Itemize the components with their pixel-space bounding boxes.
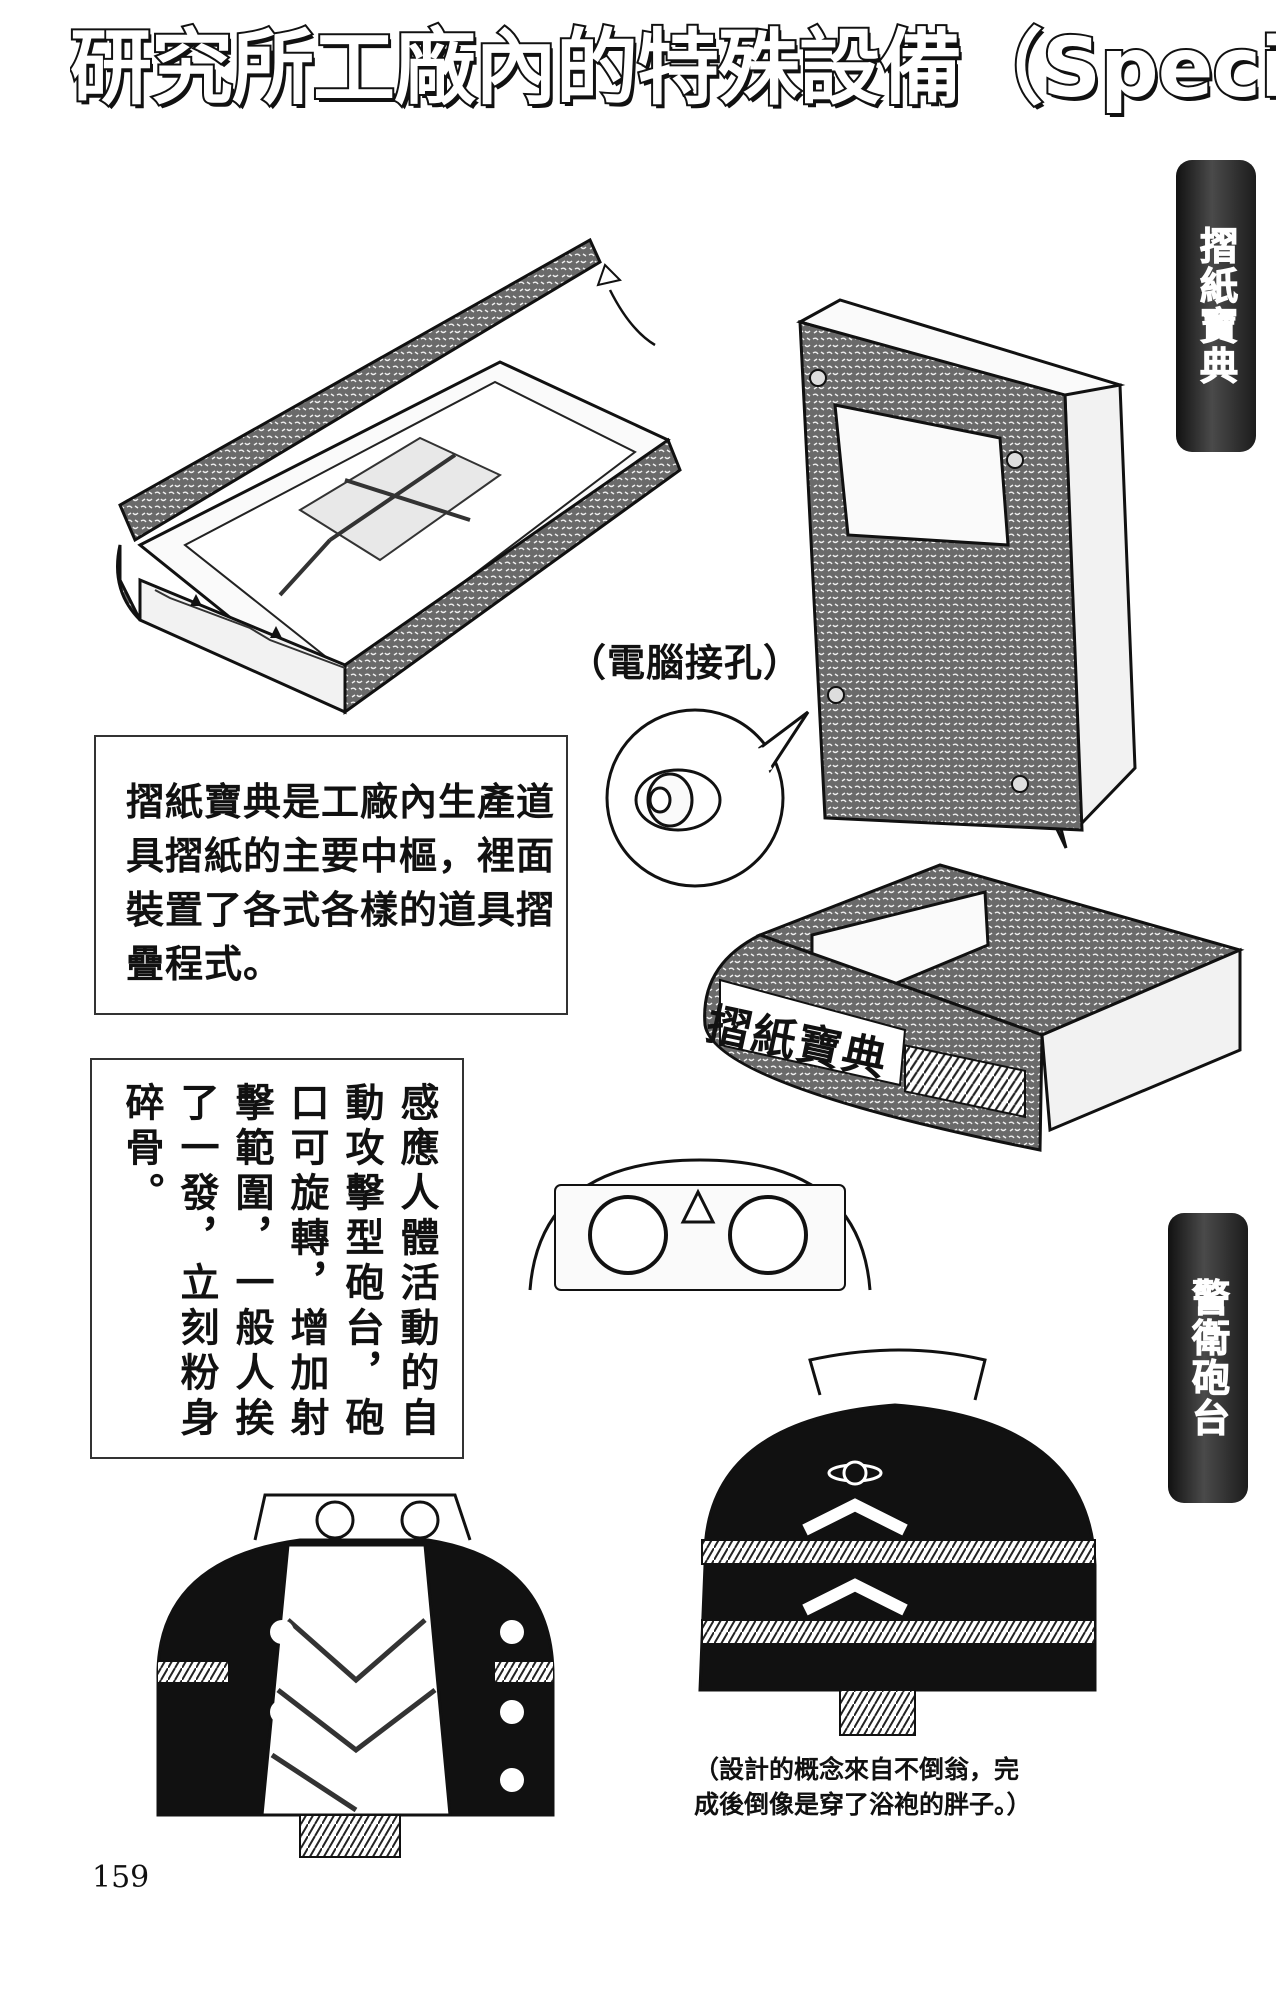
computer-jack-label: （電腦接孔） — [568, 641, 803, 685]
section-tab-origami-book: 摺紙寶典 — [1176, 160, 1256, 452]
open-book-illustration — [116, 237, 682, 715]
computer-jack-callout — [605, 708, 810, 888]
turret-description: 感應人體活動的自動攻擊型砲台，砲口可旋轉，增加射擊範圍，一般人挨了一發，立刻粉身… — [119, 1082, 439, 1442]
guard-turret-rear-illustration — [156, 1493, 555, 1858]
origami-book-description-box: 摺紙寶典是工廠內生產道具摺紙的主要中樞，裡面裝置了各式各樣的道具摺疊程式。 — [94, 735, 568, 1015]
origami-book-description: 摺紙寶典是工廠內生產道具摺紙的主要中樞，裡面裝置了各式各樣的道具摺疊程式。 — [126, 780, 556, 986]
design-note: （設計的概念來自不倒翁，完成後倒像是穿了浴袍的胖子。） — [694, 1755, 1032, 1819]
guard-turret-front-illustration — [698, 1348, 1097, 1736]
section-tab-guard-turret: 警衛砲台 — [1168, 1213, 1248, 1503]
lying-book-illustration — [703, 863, 1245, 1152]
page-number: 159 — [92, 1860, 150, 1895]
turret-description-box: 感應人體活動的自動攻擊型砲台，砲口可旋轉，增加射擊範圍，一般人挨了一發，立刻粉身… — [90, 1058, 464, 1459]
page-title: 研究所工廠內的特殊設備（Specil Plant） — [70, 19, 1276, 118]
turret-head-detail — [528, 1158, 872, 1291]
upright-book-illustration — [796, 298, 1137, 849]
